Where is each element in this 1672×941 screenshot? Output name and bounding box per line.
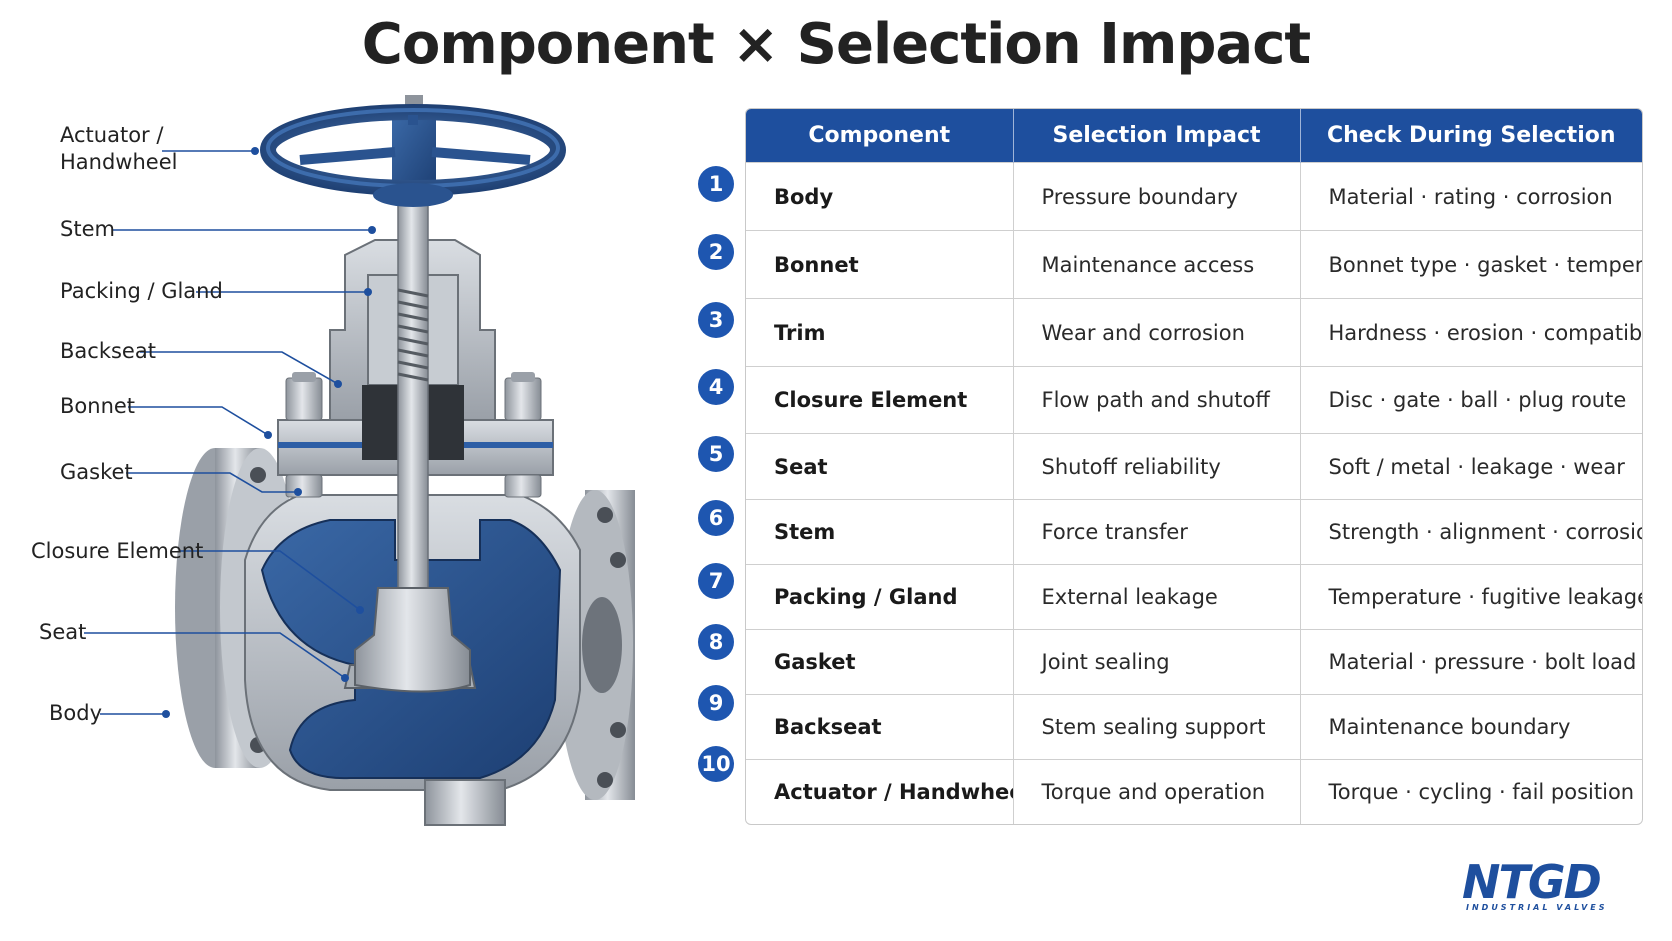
- valve-diagram: Actuator / Handwheel Stem Packing / Glan…: [0, 90, 700, 870]
- cell-component: Gasket: [746, 629, 1014, 695]
- callout-seat: Seat: [39, 620, 87, 644]
- cell-impact: External leakage: [1013, 564, 1301, 630]
- table-row: Stem Force transfer Strength · alignment…: [746, 499, 1642, 565]
- table-row: Backseat Stem sealing support Maintenanc…: [746, 694, 1642, 760]
- table-row: Body Pressure boundary Material · rating…: [746, 162, 1642, 231]
- cell-check: Strength · alignment · corrosion: [1300, 499, 1642, 565]
- cell-component: Packing / Gland: [746, 564, 1014, 630]
- cell-check: Torque · cycling · fail position: [1300, 759, 1642, 824]
- cell-component: Seat: [746, 433, 1014, 500]
- cell-impact: Joint sealing: [1013, 629, 1301, 695]
- leader-lines: [84, 150, 372, 715]
- row-number-badge: 9: [698, 685, 734, 721]
- cell-impact: Force transfer: [1013, 499, 1301, 565]
- cell-impact: Pressure boundary: [1013, 162, 1301, 231]
- handwheel: [260, 95, 566, 207]
- header-selection-impact: Selection Impact: [1013, 109, 1301, 163]
- cell-component: Closure Element: [746, 366, 1014, 434]
- table-row: Packing / Gland External leakage Tempera…: [746, 564, 1642, 630]
- callout-closure-element: Closure Element: [31, 539, 204, 563]
- leader-dots: [162, 147, 376, 718]
- table-row: Seat Shutoff reliability Soft / metal · …: [746, 433, 1642, 500]
- callout-backseat: Backseat: [60, 339, 156, 363]
- table-row: Bonnet Maintenance access Bonnet type · …: [746, 230, 1642, 299]
- cell-check: Maintenance boundary: [1300, 694, 1642, 760]
- logo-wordmark: NTGD: [1462, 855, 1602, 909]
- cell-component: Body: [746, 162, 1014, 231]
- table-row: Closure Element Flow path and shutoff Di…: [746, 366, 1642, 434]
- page-title: Component × Selection Impact: [361, 12, 1311, 77]
- closure-element-disc: [354, 587, 471, 693]
- cell-component: Stem: [746, 499, 1014, 565]
- row-number-badge: 10: [698, 746, 734, 782]
- cell-check: Bonnet type · gasket · temperature: [1300, 230, 1642, 299]
- cell-impact: Maintenance access: [1013, 230, 1301, 299]
- cell-check: Hardness · erosion · compatibility: [1300, 298, 1642, 367]
- row-number-badge: 4: [698, 369, 734, 405]
- cell-impact: Torque and operation: [1013, 759, 1301, 824]
- row-number-badge: 1: [698, 166, 734, 202]
- cell-impact: Shutoff reliability: [1013, 433, 1301, 500]
- header-check-during-selection: Check During Selection: [1300, 109, 1642, 163]
- callout-bonnet: Bonnet: [60, 394, 136, 418]
- cell-component: Actuator / Handwheel: [746, 759, 1014, 824]
- cell-component: Backseat: [746, 694, 1014, 760]
- callout-packing-gland: Packing / Gland: [60, 279, 223, 303]
- callout-stem: Stem: [60, 217, 115, 241]
- row-number-badge: 7: [698, 563, 734, 599]
- valve-stem: [397, 199, 429, 631]
- table-row: Trim Wear and corrosion Hardness · erosi…: [746, 298, 1642, 367]
- cell-impact: Wear and corrosion: [1013, 298, 1301, 367]
- stem-thread: [397, 288, 429, 382]
- cell-impact: Flow path and shutoff: [1013, 366, 1301, 434]
- cell-impact: Stem sealing support: [1013, 694, 1301, 760]
- cell-check: Soft / metal · leakage · wear: [1300, 433, 1642, 500]
- row-number-badge: 2: [698, 234, 734, 270]
- row-number-badge: 8: [698, 624, 734, 660]
- table-header-row: Component Selection Impact Check During …: [746, 109, 1642, 163]
- cell-check: Material · pressure · bolt load: [1300, 629, 1642, 695]
- cell-check: Temperature · fugitive leakage: [1300, 564, 1642, 630]
- cell-component: Trim: [746, 298, 1014, 367]
- cell-component: Bonnet: [746, 230, 1014, 299]
- header-component: Component: [746, 109, 1014, 163]
- table-row: Actuator / Handwheel Torque and operatio…: [746, 759, 1642, 824]
- callout-actuator-handwheel: Actuator / Handwheel: [60, 123, 178, 174]
- row-number-badge: 6: [698, 500, 734, 536]
- row-number-badge: 3: [698, 302, 734, 338]
- valve-cutaway-illustration: [84, 95, 635, 826]
- logo-tagline: INDUSTRIAL VALVES: [1466, 903, 1608, 912]
- table-row: Gasket Joint sealing Material · pressure…: [746, 629, 1642, 695]
- cell-check: Disc · gate · ball · plug route: [1300, 366, 1642, 434]
- callout-body: Body: [49, 701, 103, 725]
- selection-impact-table: Component Selection Impact Check During …: [745, 108, 1643, 825]
- cell-check: Material · rating · corrosion: [1300, 162, 1642, 231]
- company-logo: NTGD INDUSTRIAL VALVES: [1462, 858, 1642, 918]
- row-number-badge: 5: [698, 436, 734, 472]
- callout-gasket: Gasket: [60, 460, 133, 484]
